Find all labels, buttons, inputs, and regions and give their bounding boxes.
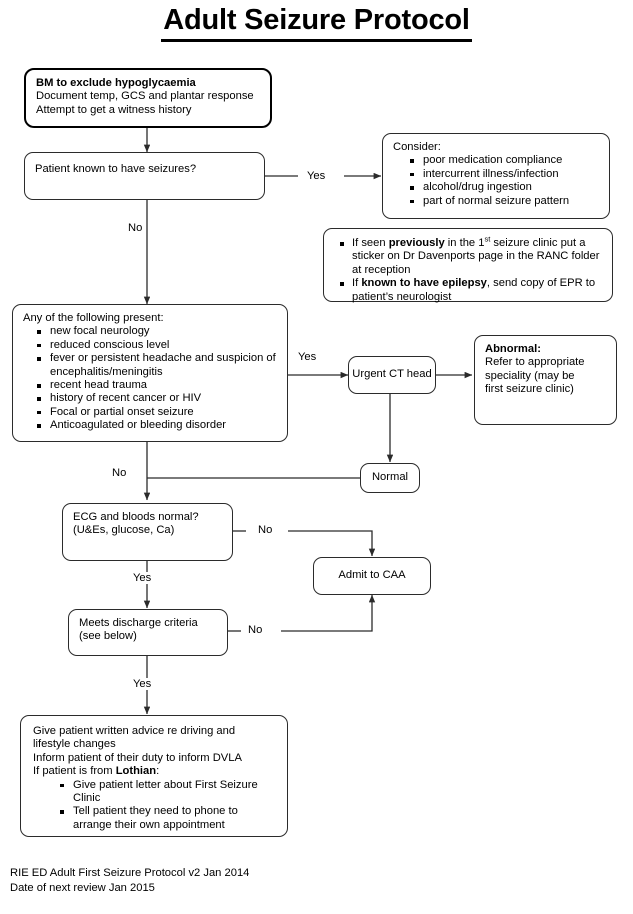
node-abnormal-line2: speciality (may be (485, 369, 575, 382)
node-criteria-list: new focal neurology reduced conscious le… (23, 325, 278, 432)
node-normal-text: Normal (371, 471, 409, 484)
list-item: intercurrent illness/infection (410, 168, 600, 181)
node-advice-line1: Give patient written advice re driving a… (33, 725, 236, 737)
note-item1-b: in the 1 (444, 237, 485, 249)
edge-label-known-no: No (126, 222, 145, 234)
list-item: alcohol/drug ingestion (410, 181, 600, 194)
edge-ecg-to-admit (288, 530, 376, 557)
node-patient-known-seizures: Patient known to have seizures? (24, 152, 265, 200)
edge-discharge-to-admit (281, 594, 376, 632)
node-bm-line1: BM to exclude hypoglycaemia (36, 77, 196, 89)
node-consider: Consider: poor medication compliance int… (382, 133, 610, 219)
node-abnormal-heading: Abnormal: (485, 343, 541, 355)
list-item: Tell patient they need to phone to arran… (60, 805, 277, 832)
list-item: If seen previously in the 1st seizure cl… (340, 234, 602, 277)
footer-line-1: RIE ED Adult First Seizure Protocol v2 J… (10, 867, 250, 879)
node-consider-heading: Consider: (393, 141, 441, 153)
note-item1-c: seizure clinic put a sticker on Dr Daven… (352, 237, 600, 276)
node-bm-hypoglycaemia: BM to exclude hypoglycaemia Document tem… (24, 68, 272, 128)
node-abnormal-line3: first seizure clinic) (485, 383, 574, 396)
node-advice-line2: lifestyle changes (33, 738, 116, 751)
list-item: Give patient letter about First Seizure … (60, 779, 277, 806)
node-known-text: Patient known to have seizures? (35, 163, 197, 175)
list-item: history of recent cancer or HIV (37, 392, 278, 405)
node-advice-line3: Inform patient of their duty to inform D… (33, 751, 242, 764)
node-ecg-line2: (U&Es, glucose, Ca) (73, 524, 175, 537)
node-discharge-criteria: Meets discharge criteria (see below) (68, 609, 228, 656)
page-title-text: Adult Seizure Protocol (161, 4, 472, 42)
node-ecg-line1: ECG and bloods normal? (73, 511, 199, 523)
node-clinic-notes: If seen previously in the 1st seizure cl… (323, 228, 613, 304)
edge-label-criteria-yes: Yes (296, 351, 319, 363)
edge-label-discharge-yes: Yes (131, 678, 154, 690)
list-item: recent head trauma (37, 379, 278, 392)
list-item: poor medication compliance (410, 154, 600, 167)
list-item: part of normal seizure pattern (410, 195, 600, 208)
list-item: reduced conscious level (37, 339, 278, 352)
list-item: Focal or partial onset seizure (37, 406, 278, 419)
list-item: If known to have epilepsy, send copy of … (340, 277, 602, 304)
node-admit-text: Admit to CAA (338, 569, 406, 582)
note-item1-a: If seen (352, 237, 389, 249)
page-title: Adult Seizure Protocol (0, 4, 633, 42)
node-advice-list: Give patient letter about First Seizure … (33, 779, 277, 833)
node-discharge-line1: Meets discharge criteria (79, 617, 198, 629)
document-footer: RIE ED Adult First Seizure Protocol v2 J… (10, 866, 249, 895)
edge-label-discharge-no: No (246, 624, 265, 636)
note-item2-a: If (352, 277, 362, 290)
list-item: fever or persistent headache and suspici… (37, 352, 278, 379)
node-ecg-bloods: ECG and bloods normal? (U&Es, glucose, C… (62, 503, 233, 561)
advice-line4-a: If patient is from (33, 765, 116, 778)
node-discharge-advice: Give patient written advice re driving a… (20, 715, 288, 837)
note-item2-b: , send copy of EPR to patient’s neurolog… (352, 277, 596, 303)
edge-label-criteria-no: No (110, 467, 129, 479)
node-criteria-heading: Any of the following present: (23, 312, 164, 324)
node-ct-text: Urgent CT head (352, 368, 432, 381)
node-red-flag-criteria: Any of the following present: new focal … (12, 304, 288, 442)
advice-line4-b: : (156, 765, 160, 778)
footer-line-2: Date of next review Jan 2015 (10, 881, 155, 894)
list-item: Anticoagulated or bleeding disorder (37, 419, 278, 432)
node-abnormal-result: Abnormal: Refer to appropriate specialit… (474, 335, 617, 425)
node-bm-line2: Document temp, GCS and plantar response (36, 90, 254, 103)
note-item2-bold: known to have epilepsy (361, 277, 487, 290)
node-urgent-ct-head: Urgent CT head (348, 356, 436, 394)
list-item: new focal neurology (37, 325, 278, 338)
node-admit-caa: Admit to CAA (313, 557, 431, 595)
edge-label-ecg-no: No (256, 524, 275, 536)
node-notes-list: If seen previously in the 1st seizure cl… (332, 234, 602, 304)
node-normal-result: Normal (360, 463, 420, 493)
note-item1-sup: st (484, 234, 491, 244)
edge-label-ecg-yes: Yes (131, 572, 154, 584)
node-consider-list: poor medication compliance intercurrent … (393, 154, 600, 208)
note-item1-bold: previously (388, 237, 445, 249)
advice-line4-bold: Lothian (115, 765, 157, 778)
node-bm-line3: Attempt to get a witness history (36, 103, 192, 116)
node-discharge-line2: (see below) (79, 630, 137, 643)
node-abnormal-line1: Refer to appropriate (485, 356, 585, 369)
node-advice-line4: If patient is from Lothian: (33, 765, 277, 778)
edge-label-known-yes: Yes (305, 170, 328, 182)
